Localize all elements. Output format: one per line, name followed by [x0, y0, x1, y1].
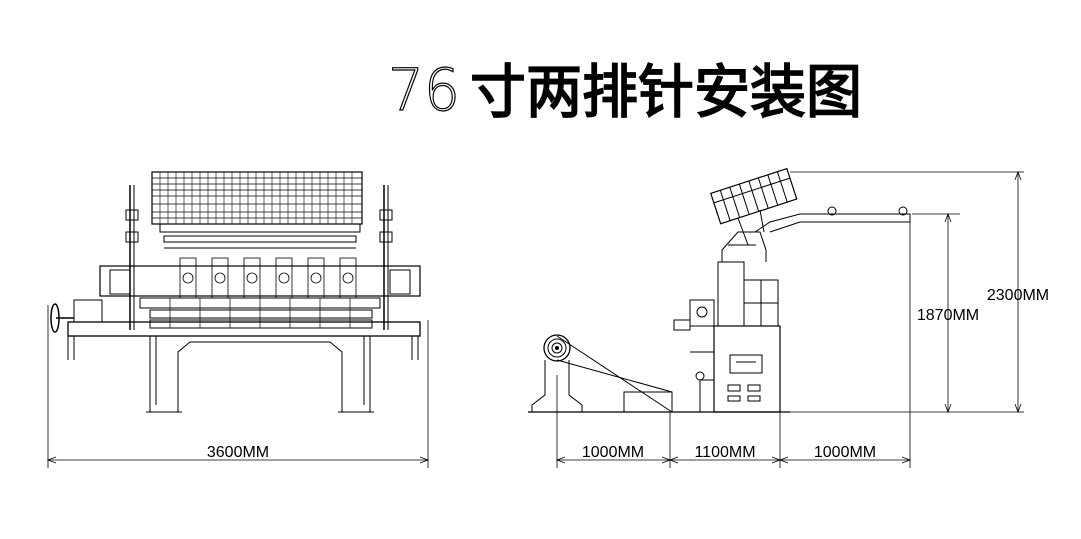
machine-bed — [67, 321, 421, 337]
dim-side-left: 1000MM — [582, 444, 644, 461]
needle-rack-verticals — [159, 172, 353, 224]
dimension-labels: 3600MM 1000MM 1100MM 1000MM 1870MM 2300M… — [207, 287, 1049, 461]
fabric-roll — [543, 334, 571, 362]
tilted-rack — [710, 167, 798, 225]
dim-front-width: 3600MM — [207, 444, 269, 461]
title: 76 寸两排针安装图 — [387, 55, 862, 126]
side-view — [528, 167, 911, 413]
dim-height-low: 1870MM — [917, 307, 979, 324]
dim-height-high: 2300MM — [987, 287, 1049, 304]
needle-rack-lines — [152, 177, 362, 219]
side-body — [713, 325, 781, 413]
needle-rack — [151, 171, 363, 225]
front-view — [50, 171, 421, 413]
title-number: 76 — [388, 56, 460, 124]
dimension-lines — [46, 170, 1024, 468]
dim-side-middle: 1100MM — [694, 444, 755, 461]
dim-side-right: 1000MM — [814, 444, 876, 461]
title-text: 寸两排针安装图 — [470, 58, 862, 126]
